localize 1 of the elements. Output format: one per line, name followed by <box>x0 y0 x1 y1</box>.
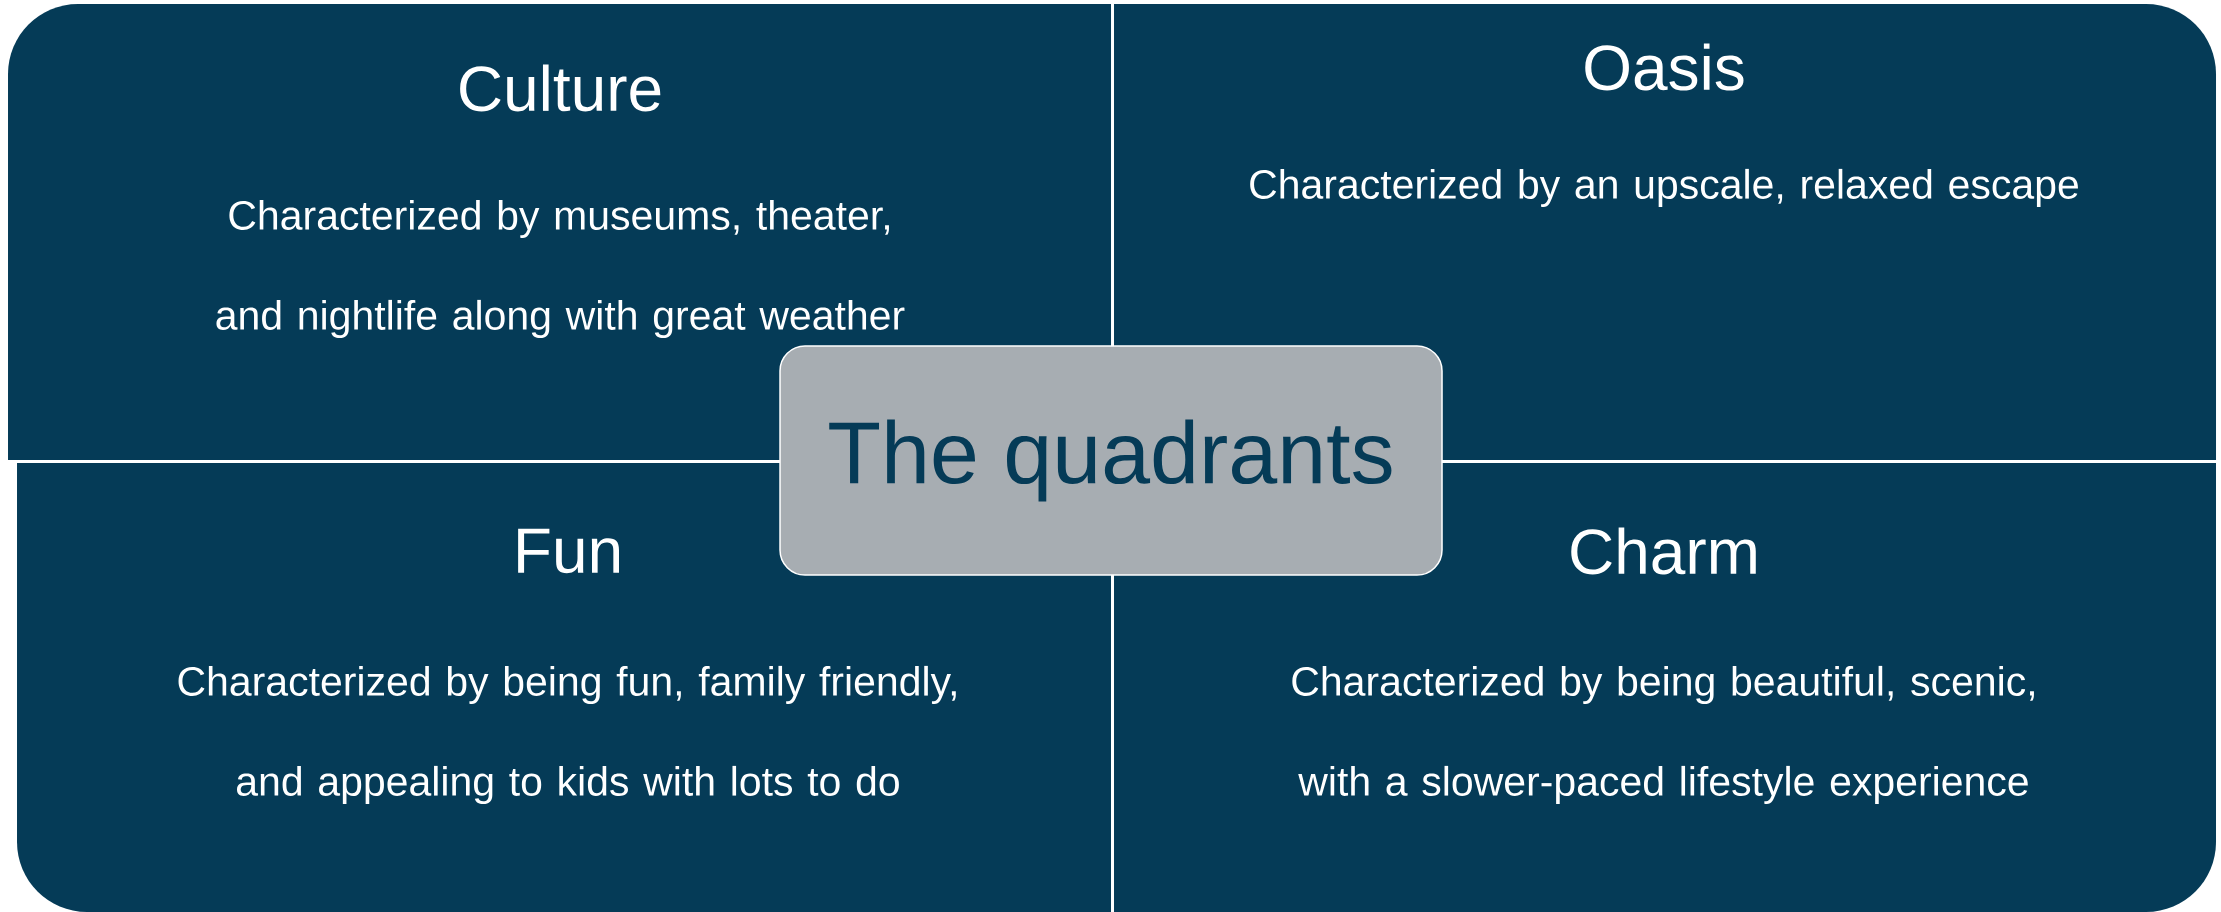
title-box: The quadrants <box>779 345 1443 576</box>
